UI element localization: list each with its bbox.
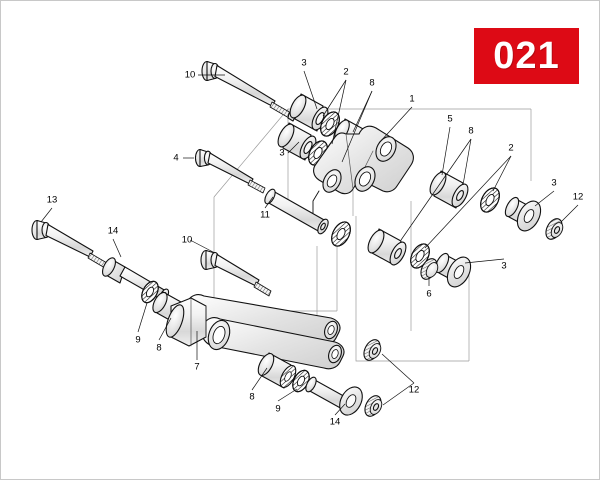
callout-number-12-nut: 12 [572, 191, 584, 203]
callout-number-8-bushing: 8 [468, 125, 474, 137]
callout-number-2-needle-bearing: 2 [508, 142, 514, 154]
collar-sleeve-3-upper-a [289, 93, 329, 132]
needle-bearing-2-right-a [480, 187, 500, 213]
callout-number-3-collar-sleeve: 3 [279, 147, 285, 159]
callout-number-13-bolt: 13 [46, 194, 58, 206]
nut-12-bottom-a [363, 339, 382, 361]
callout-number-3-collar-sleeve: 3 [551, 177, 557, 189]
callout-number-9-washer: 9 [275, 403, 281, 415]
callout-number-8-bushing: 8 [369, 77, 375, 89]
collar-sleeve-3-right-b [434, 252, 472, 288]
callout-number-10-bolt: 10 [184, 69, 196, 81]
callout-number-1-linkage-rocker-arm: 1 [409, 93, 415, 105]
bushing-8-right-b [367, 228, 407, 266]
callout-number-4-bolt: 4 [173, 152, 179, 164]
callout-number-8-bushing: 8 [249, 391, 255, 403]
bolt-4 [194, 148, 266, 194]
bushing-8-bottom [257, 352, 297, 389]
callout-number-3-collar-sleeve: 3 [501, 260, 507, 272]
callout-leader-lines [40, 70, 579, 416]
callout-number-14-spacer-tube: 14 [107, 225, 119, 237]
spacer-tube-11 [264, 188, 329, 235]
nut-12-bottom-b [364, 395, 383, 417]
needle-bearing-11-end [331, 221, 351, 247]
callout-number-12-nut: 12 [408, 384, 420, 396]
seal-washer-6 [420, 258, 439, 280]
bushing-5 [429, 170, 469, 209]
washer-9-left [141, 280, 159, 304]
callout-number-8-bushing: 8 [156, 342, 162, 354]
spacer-tube-14-bottom [305, 376, 363, 416]
collar-sleeve-3-right-a [504, 196, 542, 232]
callout-number-5-bushing: 5 [447, 113, 453, 125]
bolt-10-lower [200, 249, 272, 297]
page-number-text: 021 [493, 35, 560, 77]
needle-bearing-2-right-b [410, 243, 430, 269]
callout-number-9-washer: 9 [135, 334, 141, 346]
callout-number-2-needle-bearing: 2 [343, 66, 349, 78]
lower-linkage-arm-7 [165, 294, 345, 370]
bolt-13 [31, 219, 108, 269]
callout-number-11-spacer-tube: 11 [260, 209, 270, 221]
page-number-badge: 021 [474, 28, 579, 84]
callout-number-10-bolt: 10 [181, 234, 193, 246]
callout-number-6-seal-washer: 6 [426, 288, 432, 300]
nut-12-right [545, 218, 564, 240]
callout-number-14-spacer-tube: 14 [329, 416, 341, 428]
callout-number-3-collar-sleeve: 3 [301, 57, 307, 69]
bolt-10-top [201, 60, 296, 122]
parts-outlines [31, 60, 564, 417]
callout-number-7-lower-linkage-arm: 7 [194, 361, 200, 373]
linkage-rocker-arm-1 [312, 125, 414, 214]
